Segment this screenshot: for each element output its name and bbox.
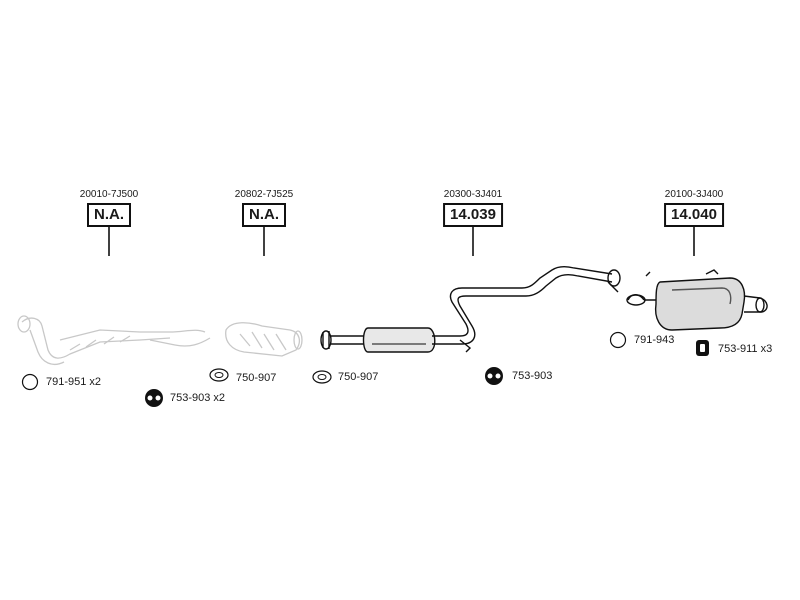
ref-box-3[interactable]: 14.039 bbox=[443, 203, 503, 227]
ref-box-1[interactable]: N.A. bbox=[87, 203, 131, 227]
accessory-label-5[interactable]: 753-903 bbox=[512, 370, 553, 382]
rubber-mount-icon bbox=[696, 340, 709, 356]
gasket-icon bbox=[209, 368, 229, 382]
oem-number-4: 20100-3J400 bbox=[664, 189, 724, 200]
ring-icon bbox=[21, 373, 39, 391]
rear-silencer-drawing bbox=[626, 269, 768, 331]
accessory-label-2[interactable]: 753-903 x2 bbox=[170, 392, 226, 404]
oem-number-3: 20300-3J401 bbox=[443, 189, 503, 200]
catalyst-drawing bbox=[225, 322, 303, 357]
oem-number-1: 20010-7J500 bbox=[79, 189, 139, 200]
front-pipe-drawing bbox=[17, 315, 211, 366]
accessory-label-3[interactable]: 750-907 bbox=[236, 372, 277, 384]
oem-number-2: 20802-7J525 bbox=[234, 189, 294, 200]
rubber-hanger-icon bbox=[485, 367, 503, 385]
rubber-hanger-icon bbox=[145, 389, 163, 407]
accessory-label-4[interactable]: 750-907 bbox=[338, 371, 379, 383]
ref-box-2[interactable]: N.A. bbox=[242, 203, 286, 227]
ring-icon bbox=[609, 331, 627, 349]
accessory-label-6[interactable]: 791-943 bbox=[634, 334, 675, 346]
accessory-label-1[interactable]: 791-951 x2 bbox=[46, 376, 102, 388]
center-pipe-drawing bbox=[320, 265, 621, 353]
ref-box-4[interactable]: 14.040 bbox=[664, 203, 724, 227]
gasket-icon bbox=[312, 370, 332, 384]
accessory-label-7[interactable]: 753-911 x3 bbox=[718, 343, 773, 355]
